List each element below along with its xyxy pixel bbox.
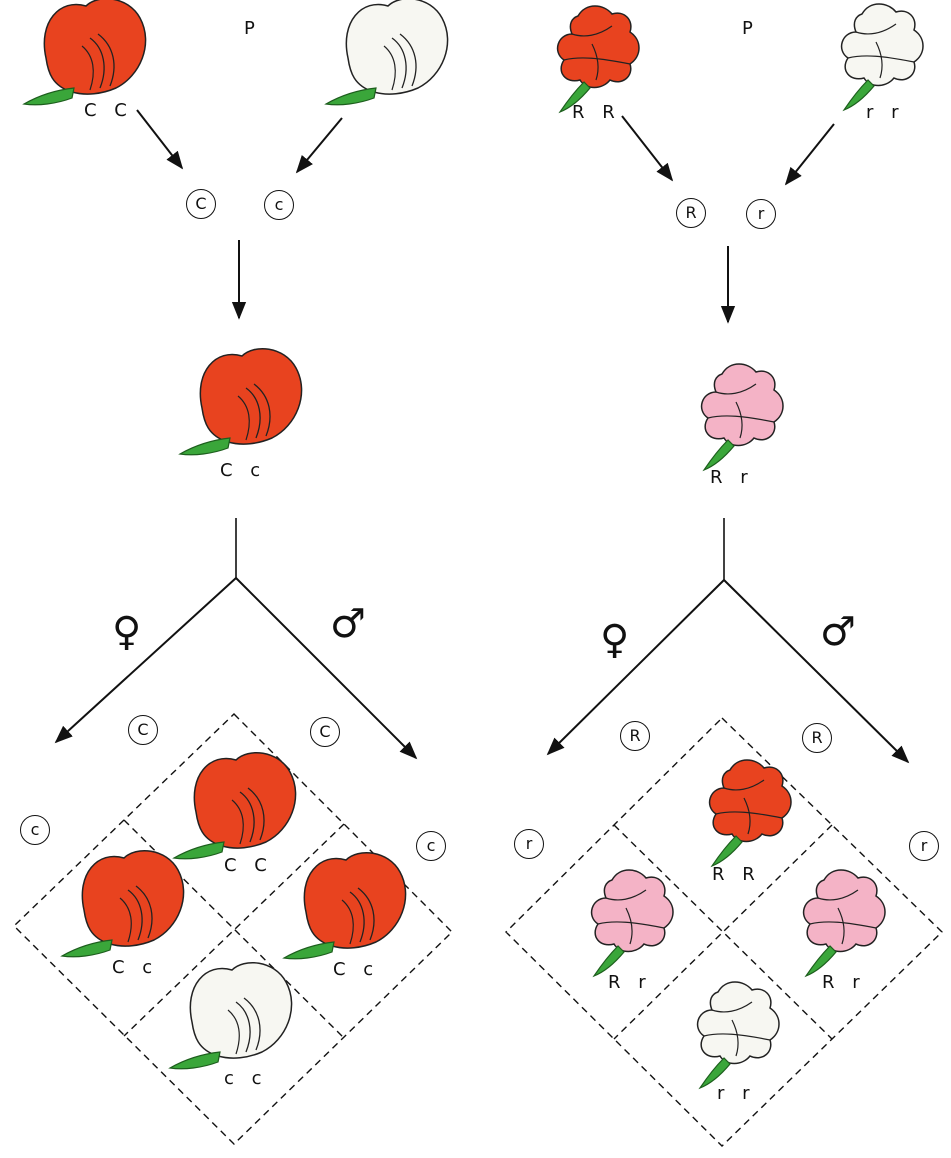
parent-white-flower-right xyxy=(842,4,923,110)
f1-genotype-left: C c xyxy=(220,460,266,481)
offspring-left-genotype-left: C c xyxy=(112,957,158,978)
offspring-top-genotype-left: C C xyxy=(224,855,273,876)
offspring-bottom-right xyxy=(698,982,779,1088)
parent-white-genotype-right: r r xyxy=(866,102,905,123)
offspring-top-right xyxy=(710,760,791,866)
gamete-dominant-right: R xyxy=(676,198,706,228)
offspring-right-genotype-left: C c xyxy=(333,959,379,980)
parent-red-flower-left xyxy=(24,0,146,105)
left-panel-art xyxy=(14,0,452,1144)
offspring-right-left xyxy=(284,853,406,959)
grid-left-gamete-left: c xyxy=(20,815,50,845)
grid-female-gamete-right: R xyxy=(620,721,650,751)
offspring-left-genotype-right: R r xyxy=(608,972,652,993)
gamete-dominant-left: C xyxy=(186,189,216,219)
f1-flower-left xyxy=(180,349,302,455)
offspring-left-right xyxy=(592,870,673,976)
male-symbol-right: ♂ xyxy=(820,612,856,652)
grid-male-gamete-left: C xyxy=(310,717,340,747)
grid-male-gamete-right: R xyxy=(802,723,832,753)
right-panel-art xyxy=(506,4,942,1146)
grid-right-gamete-left: c xyxy=(416,831,446,861)
male-symbol-left: ♂ xyxy=(330,604,366,644)
gamete-recessive-right: r xyxy=(746,199,776,229)
f1-genotype-right: R r xyxy=(710,467,754,488)
generation-label-left: P xyxy=(244,18,261,39)
offspring-right-right xyxy=(804,870,885,976)
offspring-top-genotype-right: R R xyxy=(712,864,761,885)
offspring-bottom-genotype-left: c c xyxy=(224,1068,268,1089)
female-symbol-left: ♀ xyxy=(112,612,141,652)
parent-red-genotype-right: R R xyxy=(572,102,621,123)
f1-flower-right xyxy=(702,364,783,470)
parent-white-flower-left xyxy=(326,0,448,105)
parent-red-genotype-left: C C xyxy=(84,100,133,121)
parent-red-flower-right xyxy=(558,6,639,112)
grid-female-gamete-left: C xyxy=(128,715,158,745)
offspring-left-left xyxy=(62,851,184,957)
offspring-right-genotype-right: R r xyxy=(822,972,866,993)
grid-left-gamete-right: r xyxy=(514,829,544,859)
generation-label-right: P xyxy=(742,18,759,39)
offspring-bottom-left xyxy=(170,963,292,1069)
grid-right-gamete-right: r xyxy=(909,831,939,861)
gamete-recessive-left: c xyxy=(264,190,294,220)
offspring-bottom-genotype-right: r r xyxy=(717,1083,756,1104)
female-symbol-right: ♀ xyxy=(600,620,629,660)
offspring-top-left xyxy=(174,753,296,859)
